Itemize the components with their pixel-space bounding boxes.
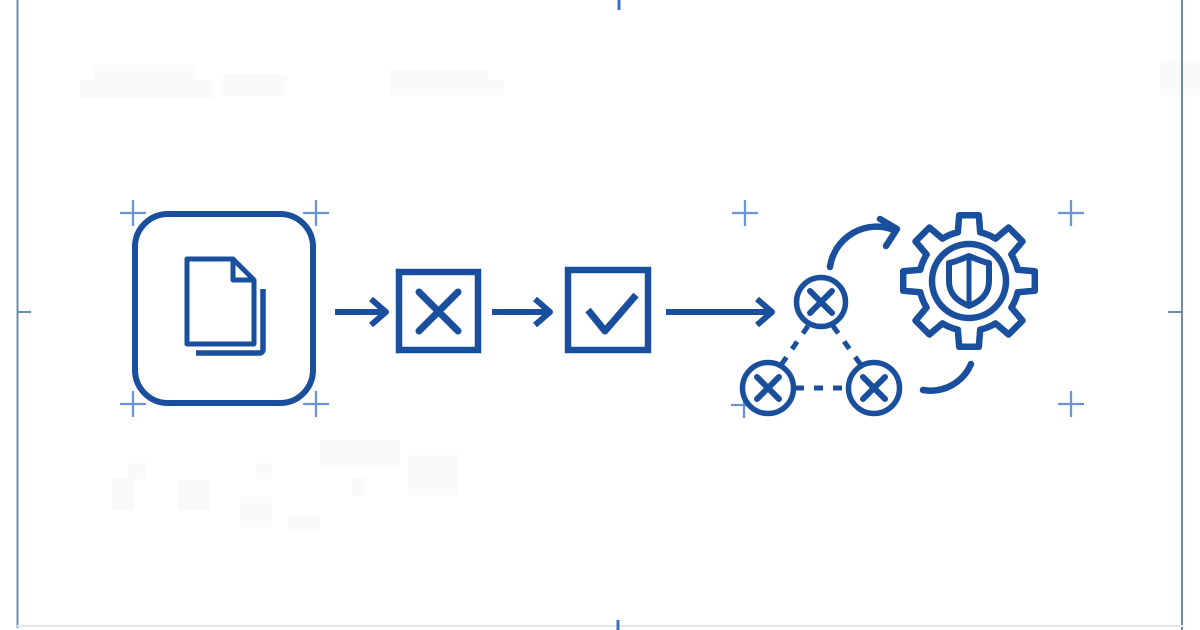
shield-outline [946,253,992,309]
crop-mark [1058,391,1084,417]
crop-mark [303,391,329,417]
cycle-arrow-bottom [919,360,975,394]
threat-cluster-icon [739,274,903,417]
threat-node-top [793,274,849,330]
arrowhead [876,215,901,250]
x-mark [415,288,462,335]
approve-check-box-icon [564,266,652,354]
flow-arrow-3 [666,296,775,328]
document-fold-corner [230,259,254,283]
gear-shield-icon [899,211,1039,351]
reject-x-box-icon [395,268,482,354]
faint-artifacts [80,60,1200,532]
documents-frame [132,211,316,406]
arrowhead [755,296,775,328]
threat-node-right [845,359,903,417]
cycle-arrows [826,215,975,394]
crop-mark [120,200,146,226]
crop-mark [732,200,758,226]
gear-inner-ring [928,240,1010,322]
documents-icon [132,211,316,406]
crop-mark [120,391,146,417]
document-front-sheet [184,256,257,347]
arrowhead [533,296,553,328]
cycle-arrow-top [826,223,898,271]
crop-mark [1058,200,1084,226]
crop-mark [303,200,329,226]
arrowhead [369,296,389,328]
document-back-sheet [196,289,266,356]
check-mark [585,292,639,335]
blueprint-frame [16,0,1183,630]
dashed-connectors [778,324,864,391]
flow-arrow-1 [335,296,389,328]
flow-arrow-2 [492,296,553,328]
threat-node-left [739,359,797,417]
